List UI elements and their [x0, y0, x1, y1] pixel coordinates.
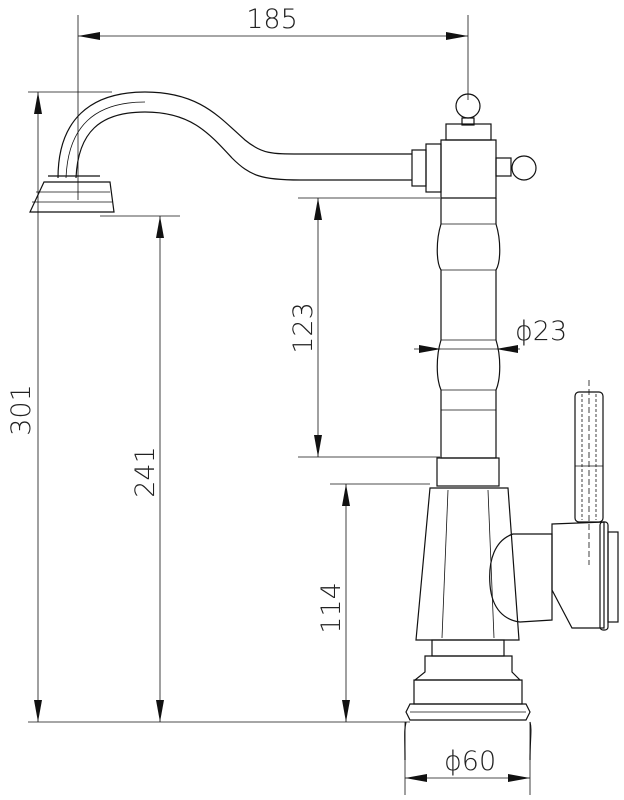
dimension-301: 301 [6, 92, 42, 722]
faucet-body [415, 487, 619, 641]
dimension-label-body-height: 114 [316, 582, 347, 634]
dimension-123: 123 [288, 198, 322, 457]
faucet-base [404, 639, 532, 761]
faucet-head [411, 93, 537, 199]
extension-lines [28, 15, 531, 795]
dimension-diameter-60: ϕ60 [405, 746, 530, 782]
faucet-stem [436, 198, 501, 487]
dimension-label-spout-to-body: 123 [288, 302, 319, 354]
dimension-label-reach: 185 [246, 4, 298, 35]
handle-lever [574, 380, 604, 565]
dimension-label-base-diameter: ϕ60 [444, 746, 496, 777]
dimension-241: 241 [130, 216, 164, 722]
dimension-label-outlet-height: 241 [130, 446, 161, 498]
dimension-114: 114 [316, 484, 350, 722]
dimension-label-stem-diameter: ϕ23 [515, 316, 567, 347]
dimension-diameter-23: ϕ23 [414, 316, 567, 353]
dimension-185: 185 [78, 4, 468, 40]
dimension-label-height: 301 [6, 384, 37, 436]
spout [29, 91, 412, 213]
